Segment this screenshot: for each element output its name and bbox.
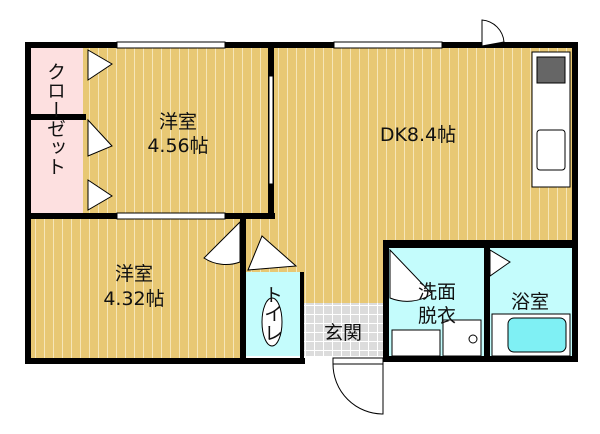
entrance-floor [303,303,383,356]
toilet-label: トイレ [261,285,283,342]
western-room-2-label: 洋室 [115,263,153,285]
bathtub-icon [491,313,571,357]
western-room-1-size: 4.56帖 [147,135,208,157]
window [332,357,384,365]
doors[interactable] [87,19,511,415]
dk-label: DK8.4帖 [380,124,456,146]
washbasin-icon [391,329,441,357]
washroom-label-1: 洗面 [418,281,456,303]
toilet-bowl-icon [261,297,283,347]
kitchen-counter [531,51,571,188]
entrance-label: 玄関 [324,322,362,344]
western-room-1-label: 洋室 [159,111,197,133]
washroom-label-2: 脱衣 [418,305,456,327]
dk-floor [274,48,573,240]
window [116,212,226,220]
closet-floor [31,48,83,213]
stove-icon [536,56,566,84]
window [116,41,226,49]
sink-icon [536,129,566,171]
window [268,75,274,185]
western-room-1-floor [83,48,268,213]
western-room-2-floor [31,219,240,360]
bath-label: 浴室 [511,291,549,313]
western-room-2-size: 4.32帖 [103,288,164,310]
window [333,41,443,49]
closet-label: クローゼット [44,62,66,176]
